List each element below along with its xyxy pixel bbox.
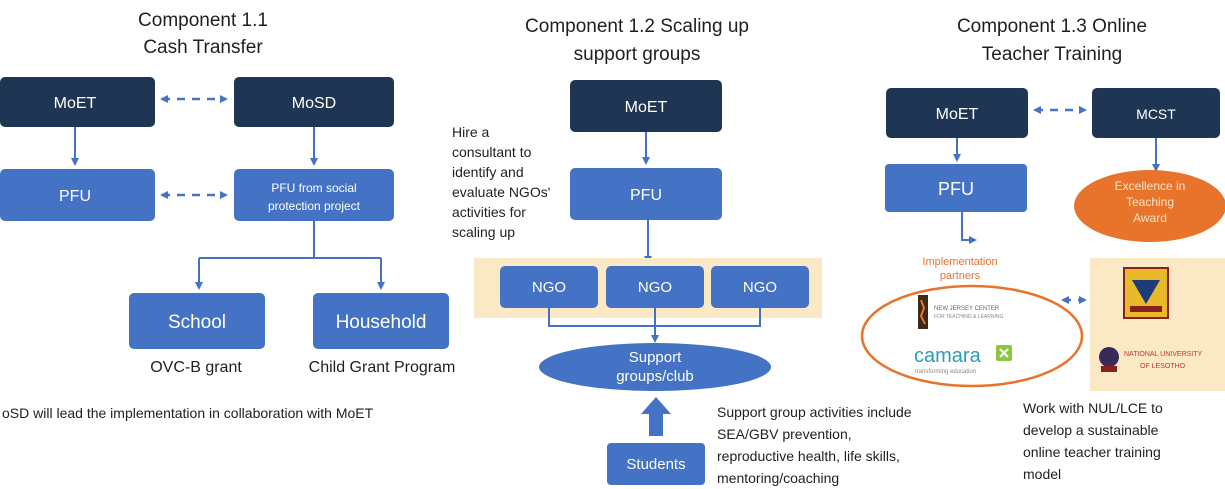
c12-activities-note: Support group activities include SEA/GBV…	[717, 404, 912, 486]
c11-household-label: Household	[336, 312, 427, 333]
component-1-2: Component 1.2 Scaling up support groups …	[452, 16, 912, 486]
c11-title-line2: Cash Transfer	[143, 37, 263, 58]
c12-title-line2: support groups	[574, 44, 701, 65]
c11-school-caption: OVC-B grant	[150, 359, 242, 376]
c13-mcst-box	[1092, 88, 1220, 138]
c12-moet-label: MoET	[625, 99, 668, 116]
c13-moet-box	[886, 88, 1028, 138]
c11-household-box	[313, 293, 449, 349]
c11-school-label: School	[168, 312, 226, 333]
c12-activities-line: mentoring/coaching	[717, 470, 839, 486]
nul-seal-icon	[1099, 347, 1119, 372]
njc-logo: NEW JERSEY CENTER FOR TEACHING & LEARNIN…	[918, 295, 1003, 329]
c12-students-label: Students	[626, 456, 685, 473]
c12-pfu-box	[570, 168, 722, 220]
c13-partners-line1: Implementation	[922, 256, 997, 268]
c12-support-groups	[539, 343, 771, 391]
c13-note: Work with NUL/LCE to develop a sustainab…	[1023, 400, 1163, 482]
nul-name-line1: NATIONAL UNIVERSITY	[1124, 351, 1203, 358]
c12-ngo-box	[500, 266, 598, 308]
nul-crest-band-icon	[1130, 306, 1162, 312]
nul-seal-circle-icon	[1099, 347, 1119, 367]
c12-activities-line: reproductive health, life skills,	[717, 448, 900, 464]
c12-moet-box	[570, 80, 722, 132]
c11-school-box	[129, 293, 265, 349]
camara-wordmark: camara	[914, 345, 982, 367]
c12-ngo-box	[606, 266, 704, 308]
component-1-3: Component 1.3 Online Teacher Training Mo…	[860, 16, 1225, 482]
c13-moet-label: MoET	[936, 106, 979, 123]
c12-activities-line: SEA/GBV prevention,	[717, 426, 852, 442]
c11-pfu-label: PFU	[59, 188, 91, 205]
c12-consultant-line: Hire a	[452, 124, 490, 140]
nul-seal-base-icon	[1101, 366, 1117, 372]
nul-crest-emblem-icon	[1132, 280, 1160, 304]
c12-ngo-label: NGO	[638, 279, 672, 296]
c11-mosd-label: MoSD	[292, 95, 336, 112]
c12-activities-line: Support group activities include	[717, 404, 912, 420]
c12-consultant-line: consultant to	[452, 144, 532, 160]
c11-footnote: oSD will lead the implementation in coll…	[2, 405, 374, 421]
njc-flame-icon	[919, 299, 926, 325]
camara-logo: camara transforming education	[914, 345, 1012, 375]
c13-pfu-label: PFU	[938, 179, 974, 199]
c11-mosd-box	[234, 77, 394, 127]
c12-students-box	[607, 443, 705, 485]
camara-tagline: transforming education	[915, 369, 976, 375]
c11-title-line1: Component 1.1	[138, 10, 268, 31]
c13-title-line1: Component 1.3 Online	[957, 16, 1147, 37]
c11-pfu-social-line2: protection project	[268, 199, 361, 213]
c11-moet-box	[0, 77, 155, 127]
c12-support-line1: Support	[629, 349, 682, 366]
c12-ngo-label: NGO	[743, 279, 777, 296]
c13-note-line: develop a sustainable	[1023, 422, 1159, 438]
nul-name-line2: OF LESOTHO	[1140, 363, 1186, 370]
c13-note-line: Work with NUL/LCE to	[1023, 400, 1163, 416]
c12-ngo-box	[711, 266, 809, 308]
c13-partners-line2: partners	[940, 270, 981, 282]
c13-mcst-label: MCST	[1136, 106, 1176, 122]
c13-partners-ellipse	[860, 284, 1084, 388]
c12-consultant-line: scaling up	[452, 224, 515, 240]
njc-logo-line2: FOR TEACHING & LEARNING	[934, 314, 1003, 320]
c11-household-caption: Child Grant Program	[309, 359, 456, 376]
c12-consultant-line: identify and	[452, 164, 524, 180]
c13-award-line2: Teaching	[1126, 195, 1174, 209]
c13-note-line: online teacher training	[1023, 444, 1161, 460]
c11-moet-label: MoET	[54, 95, 97, 112]
njc-logo-line1: NEW JERSEY CENTER	[934, 306, 1000, 312]
camara-emblem-mark-icon	[999, 348, 1009, 358]
c12-consultant-line: evaluate NGOs'	[452, 184, 550, 200]
c13-pfu-box	[885, 164, 1027, 212]
c13-title-line2: Teacher Training	[982, 44, 1122, 65]
c13-note-line: model	[1023, 466, 1061, 482]
component-1-1: Component 1.1 Cash Transfer MoET MoSD PF…	[0, 10, 455, 421]
c13-pfu-partners-arrow	[961, 212, 977, 244]
c13-award-line1: Excellence in	[1115, 179, 1186, 193]
c12-ngo-label: NGO	[532, 279, 566, 296]
c12-title-line1: Component 1.2 Scaling up	[525, 16, 749, 37]
c12-pfu-label: PFU	[630, 187, 662, 204]
c12-up-arrow-icon	[641, 397, 671, 436]
nul-crest-icon	[1123, 267, 1169, 319]
c12-support-line2: groups/club	[616, 368, 694, 385]
c13-award-line3: Award	[1133, 211, 1167, 225]
c13-award-ellipse	[1074, 170, 1225, 242]
c12-consultant-note: Hire a consultant to identify and evalua…	[452, 124, 550, 240]
c11-pfu-social-box	[234, 169, 394, 221]
c12-consultant-line: activities for	[452, 204, 526, 220]
c11-pfu-box	[0, 169, 155, 221]
c11-pfu-social-line1: PFU from social	[271, 181, 356, 195]
